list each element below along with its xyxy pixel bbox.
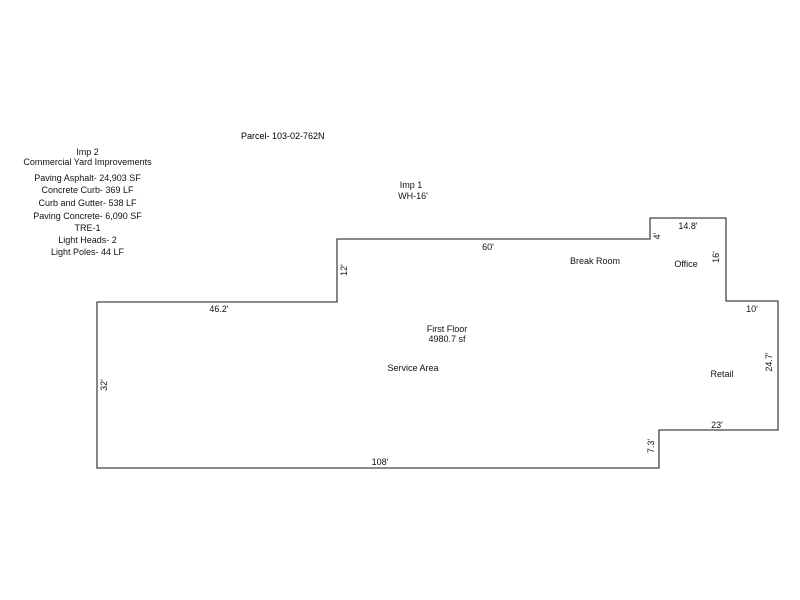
dimension-label: 12' bbox=[339, 264, 349, 276]
dimension-label: 16' bbox=[711, 251, 721, 263]
dimension-label: 14.8' bbox=[678, 221, 698, 231]
imp2-item: TRE-1 bbox=[74, 223, 101, 233]
dimension-label: 23' bbox=[711, 420, 723, 430]
dimension-label: 4' bbox=[652, 232, 662, 239]
dimension-label: 46.2' bbox=[209, 304, 229, 314]
imp1-title: Imp 1 bbox=[400, 180, 423, 190]
dimension-label: 7.3' bbox=[646, 439, 656, 454]
imp2-item: Curb and Gutter- 538 LF bbox=[38, 198, 137, 208]
floor-name: First Floor bbox=[427, 324, 468, 334]
dimension-label: 108' bbox=[372, 457, 389, 467]
dimension-label: 10' bbox=[746, 304, 758, 314]
building-outline bbox=[96, 217, 779, 469]
imp2-item: Light Poles- 44 LF bbox=[50, 247, 125, 257]
imp2-subtitle: Commercial Yard Improvements bbox=[23, 157, 152, 167]
dimension-label: 24.7' bbox=[764, 352, 774, 372]
imp2-item: Paving Asphalt- 24,903 SF bbox=[34, 173, 141, 183]
floor-area: 4980.7 sf bbox=[428, 334, 466, 344]
imp2-item: Paving Concrete- 6,090 SF bbox=[33, 211, 142, 221]
dimension-label: 32' bbox=[99, 379, 109, 391]
imp1-subtitle: WH-16' bbox=[398, 191, 428, 201]
room-service-area: Service Area bbox=[387, 363, 438, 373]
room-break-room: Break Room bbox=[570, 256, 620, 266]
room-retail: Retail bbox=[710, 369, 733, 379]
imp2-item: Light Heads- 2 bbox=[58, 235, 117, 245]
imp2-title: Imp 2 bbox=[76, 147, 99, 157]
parcel-label: Parcel- 103-02-762N bbox=[241, 131, 325, 141]
dimension-label: 60' bbox=[482, 242, 494, 252]
imp2-item: Concrete Curb- 369 LF bbox=[41, 185, 134, 195]
room-office: Office bbox=[674, 259, 697, 269]
